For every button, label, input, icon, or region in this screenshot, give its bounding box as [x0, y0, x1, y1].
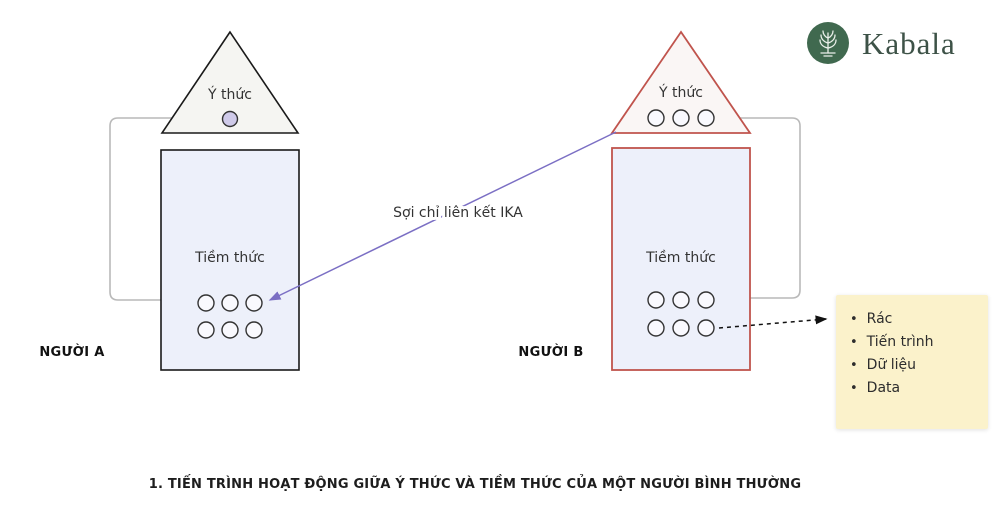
note-item: • Dữ liệu [850, 357, 980, 373]
kabala-logo: Kabala [806, 21, 956, 65]
note-item-label: Tiến trình [866, 334, 934, 350]
node-circle [245, 294, 263, 312]
person-b-triangle [610, 30, 752, 134]
node-circle [221, 321, 239, 339]
person-a-conscious-label: Ý thức [207, 86, 252, 103]
person-b-conscious-nodes [647, 109, 715, 127]
tree-icon [807, 22, 849, 64]
sticky-note: • Rác • Tiến trình • Dữ liệu • Data [836, 295, 988, 429]
node-circle [672, 319, 690, 337]
node-circle [672, 291, 690, 309]
person-a-conscious-node [221, 110, 239, 128]
note-item-label: Data [866, 380, 901, 396]
node-circle [697, 319, 715, 337]
person-a-label: NGƯỜI A [39, 344, 104, 360]
bullet-icon: • [850, 381, 858, 396]
note-item: • Tiến trình [850, 334, 980, 350]
person-a-subconscious-nodes [197, 294, 263, 339]
node-circle [647, 319, 665, 337]
bullet-icon: • [850, 335, 858, 350]
person-a-subconscious-label: Tiềm thức [194, 249, 265, 266]
node-circle [197, 294, 215, 312]
person-a-triangle [160, 30, 300, 134]
node-circle [697, 291, 715, 309]
node-circle [697, 109, 715, 127]
person-b-label: NGƯỜI B [518, 344, 583, 360]
person-a-feedback-arrow [109, 113, 216, 301]
node-circle [197, 321, 215, 339]
bullet-icon: • [850, 312, 858, 327]
node-circle [245, 321, 263, 339]
node-circle [647, 291, 665, 309]
note-item-label: Rác [866, 311, 893, 327]
note-item-label: Dữ liệu [866, 357, 917, 373]
bullet-icon: • [850, 358, 858, 373]
data-dump-arrow [718, 315, 828, 329]
person-b-subconscious-label: Tiềm thức [645, 249, 716, 266]
person-b-conscious-label: Ý thức [658, 84, 703, 101]
kabala-brand-text: Kabala [862, 25, 956, 61]
node-circle [647, 109, 665, 127]
note-item: • Data [850, 380, 980, 396]
ika-link-label: Sợi chỉ liên kết IKA [393, 204, 523, 221]
note-item: • Rác [850, 311, 980, 327]
person-b-subconscious-nodes [647, 291, 715, 337]
node-circle [672, 109, 690, 127]
node-circle [221, 294, 239, 312]
person-b-feedback-arrow [720, 113, 801, 299]
diagram-caption: 1. TIẾN TRÌNH HOẠT ĐỘNG GIỮA Ý THỨC VÀ T… [148, 477, 802, 492]
ika-link-line [268, 131, 617, 301]
